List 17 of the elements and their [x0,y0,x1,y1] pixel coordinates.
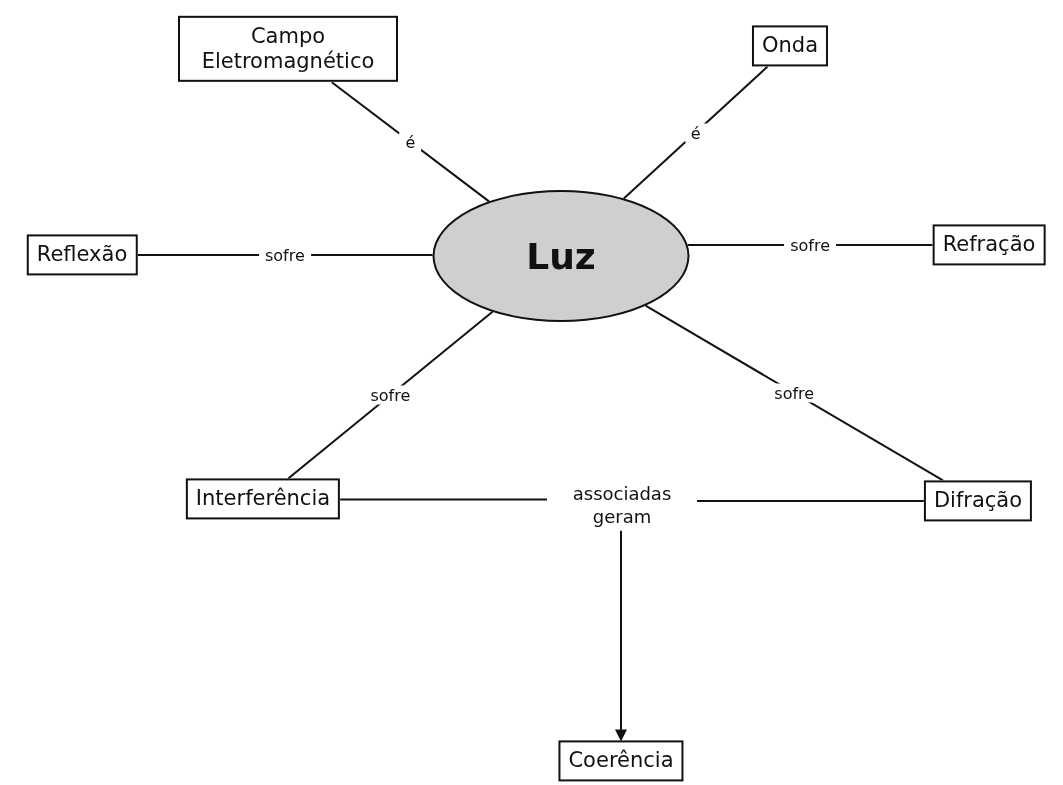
concept-box: Interferência [185,478,341,520]
concept-box: Coerência [558,740,684,782]
edge-label: é [399,132,422,152]
concept-box: Reflexão [26,234,138,276]
connector-line [696,500,925,502]
connector-line [622,65,769,200]
concept-box: Campo Eletromagnético [178,15,398,83]
connector-line [644,304,944,482]
edge-label: é [684,123,707,142]
connector-line [287,310,494,480]
concept-ellipse: Luz [432,190,690,322]
concept-box: Difração [923,480,1033,522]
concept-box: Onda [752,25,828,67]
arrow [615,529,627,742]
concept-box: Refração [932,224,1046,266]
connector-line [339,498,548,501]
connector-line [330,81,490,203]
